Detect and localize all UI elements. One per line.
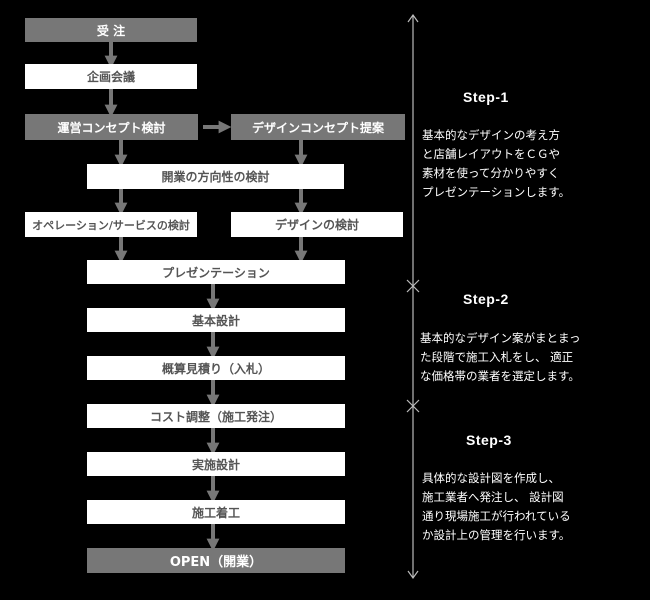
- ops-service-box: オペレーション/サービスの検討: [25, 212, 197, 237]
- step-3-title: Step-3: [466, 432, 512, 448]
- timeline-axis: [406, 13, 420, 580]
- cost-adjust-box: コスト調整（施工発注）: [87, 404, 345, 428]
- direction-box: 開業の方向性の検討: [87, 164, 344, 189]
- step-3-description: 具体的な設計図を作成し、 施工業者へ発注し、 設計図 通り現場施工が行われている…: [422, 471, 571, 542]
- presentation-box: プレゼンテーション: [87, 260, 345, 284]
- step-2-title: Step-2: [463, 291, 509, 307]
- open-box: OPEN（開業）: [87, 548, 345, 573]
- design-review-box: デザインの検討: [231, 212, 403, 237]
- design-concept-box: デザインコンセプト提案: [231, 114, 405, 140]
- ops-concept-box: 運営コンセプト検討: [25, 114, 198, 140]
- estimate-box: 概算見積り（入札）: [87, 356, 345, 380]
- step-1-title: Step-1: [463, 89, 509, 105]
- planning-box: 企画会議: [25, 64, 197, 89]
- step-2-description: 基本的なデザイン案がまとまっ た段階で施工入札をし、 適正 な価格帯の業者を選定…: [420, 331, 581, 383]
- detail-design-box: 実施設計: [87, 452, 345, 476]
- basic-design-box: 基本設計: [87, 308, 345, 332]
- step-1-description: 基本的なデザインの考え方 と店舗レイアウトをＣＧや 素材を使って分かりやすく プ…: [422, 128, 571, 199]
- order-box: 受 注: [25, 18, 197, 42]
- construction-box: 施工着工: [87, 500, 345, 524]
